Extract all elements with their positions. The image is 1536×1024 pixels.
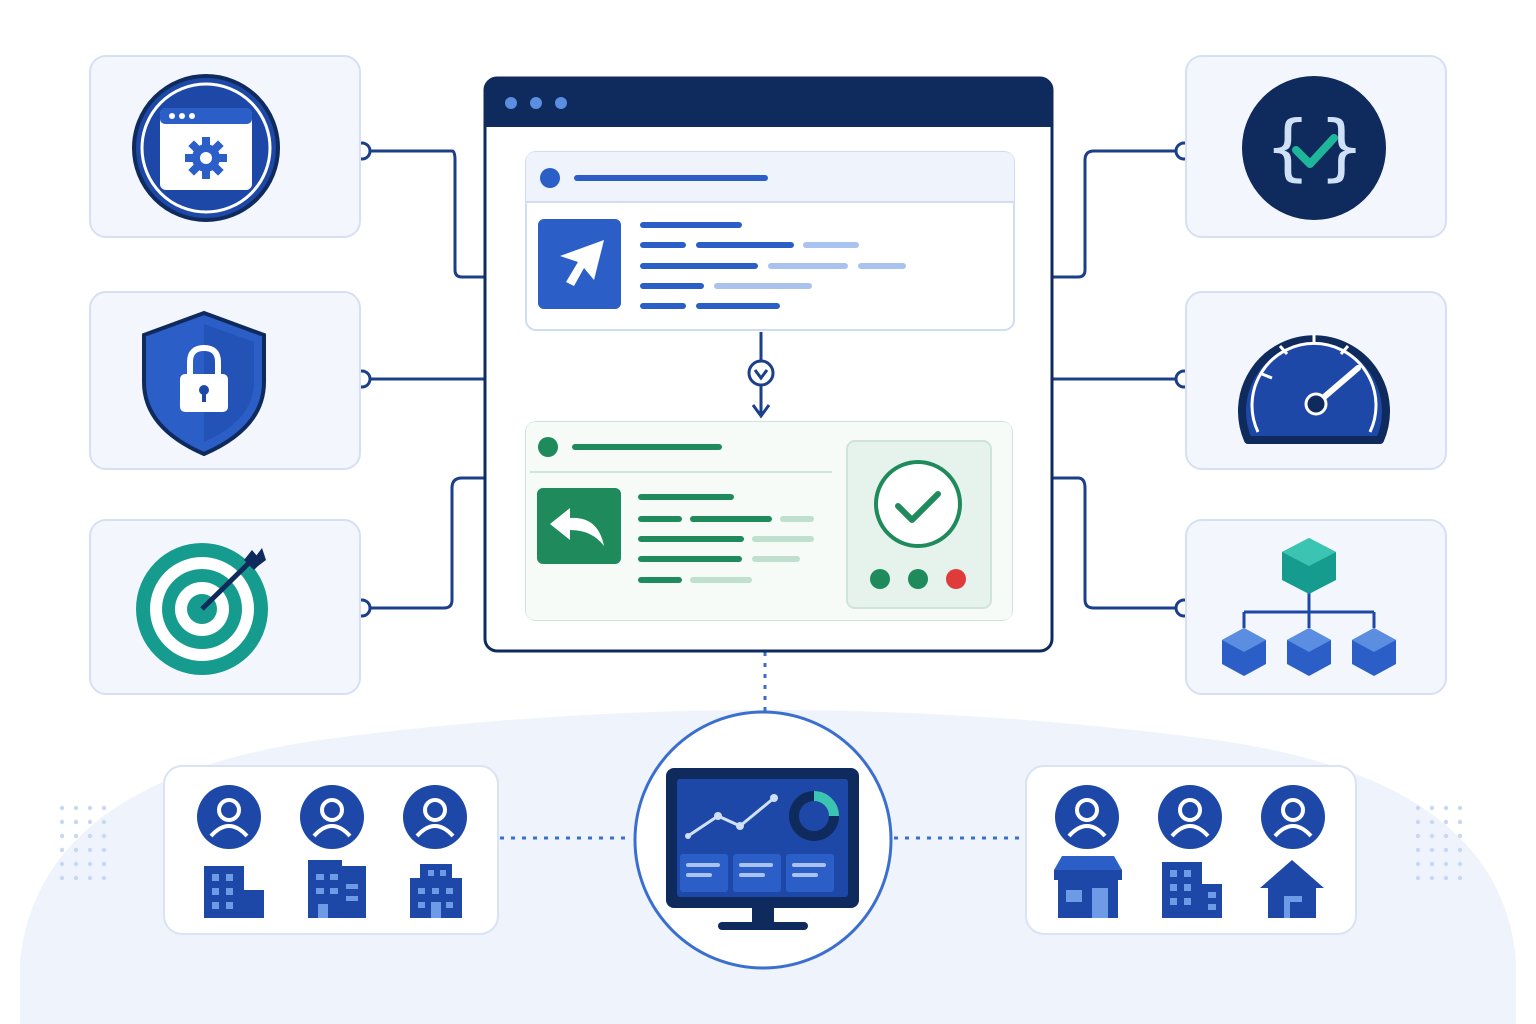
connector-lines (362, 149, 1184, 610)
speedometer-icon (1238, 334, 1390, 444)
code-check-icon: { } (1242, 76, 1386, 220)
user-icon (1158, 785, 1222, 849)
user-icon (300, 785, 364, 849)
user-icon (1055, 785, 1119, 849)
svg-text:{: { (1266, 105, 1309, 189)
hierarchy-cubes-icon (1222, 538, 1396, 676)
shield-lock-icon (142, 310, 266, 457)
browser-settings-icon (132, 74, 280, 222)
check-circle-icon (874, 460, 962, 548)
target-icon (136, 543, 268, 675)
request-panel (525, 151, 1015, 331)
user-icon (1261, 785, 1325, 849)
status-dot (870, 569, 890, 589)
user-icon (197, 785, 261, 849)
response-panel (525, 421, 1013, 621)
office-building-icon (1162, 862, 1222, 918)
flow-down-icon (747, 332, 775, 419)
navigate-arrow-icon (560, 240, 604, 286)
office-building-icon (204, 866, 264, 918)
user-icon (403, 785, 467, 849)
status-dot (908, 569, 928, 589)
office-building-icon (308, 860, 366, 918)
monitor-dashboard-icon (666, 768, 859, 930)
reply-arrow-icon (550, 508, 604, 546)
storefront-icon (1054, 856, 1122, 918)
dotted-connections (500, 652, 1024, 840)
office-building-icon (410, 864, 462, 918)
home-icon (1260, 860, 1324, 918)
dot-grid-left (59, 805, 1463, 881)
status-dot (946, 569, 966, 589)
